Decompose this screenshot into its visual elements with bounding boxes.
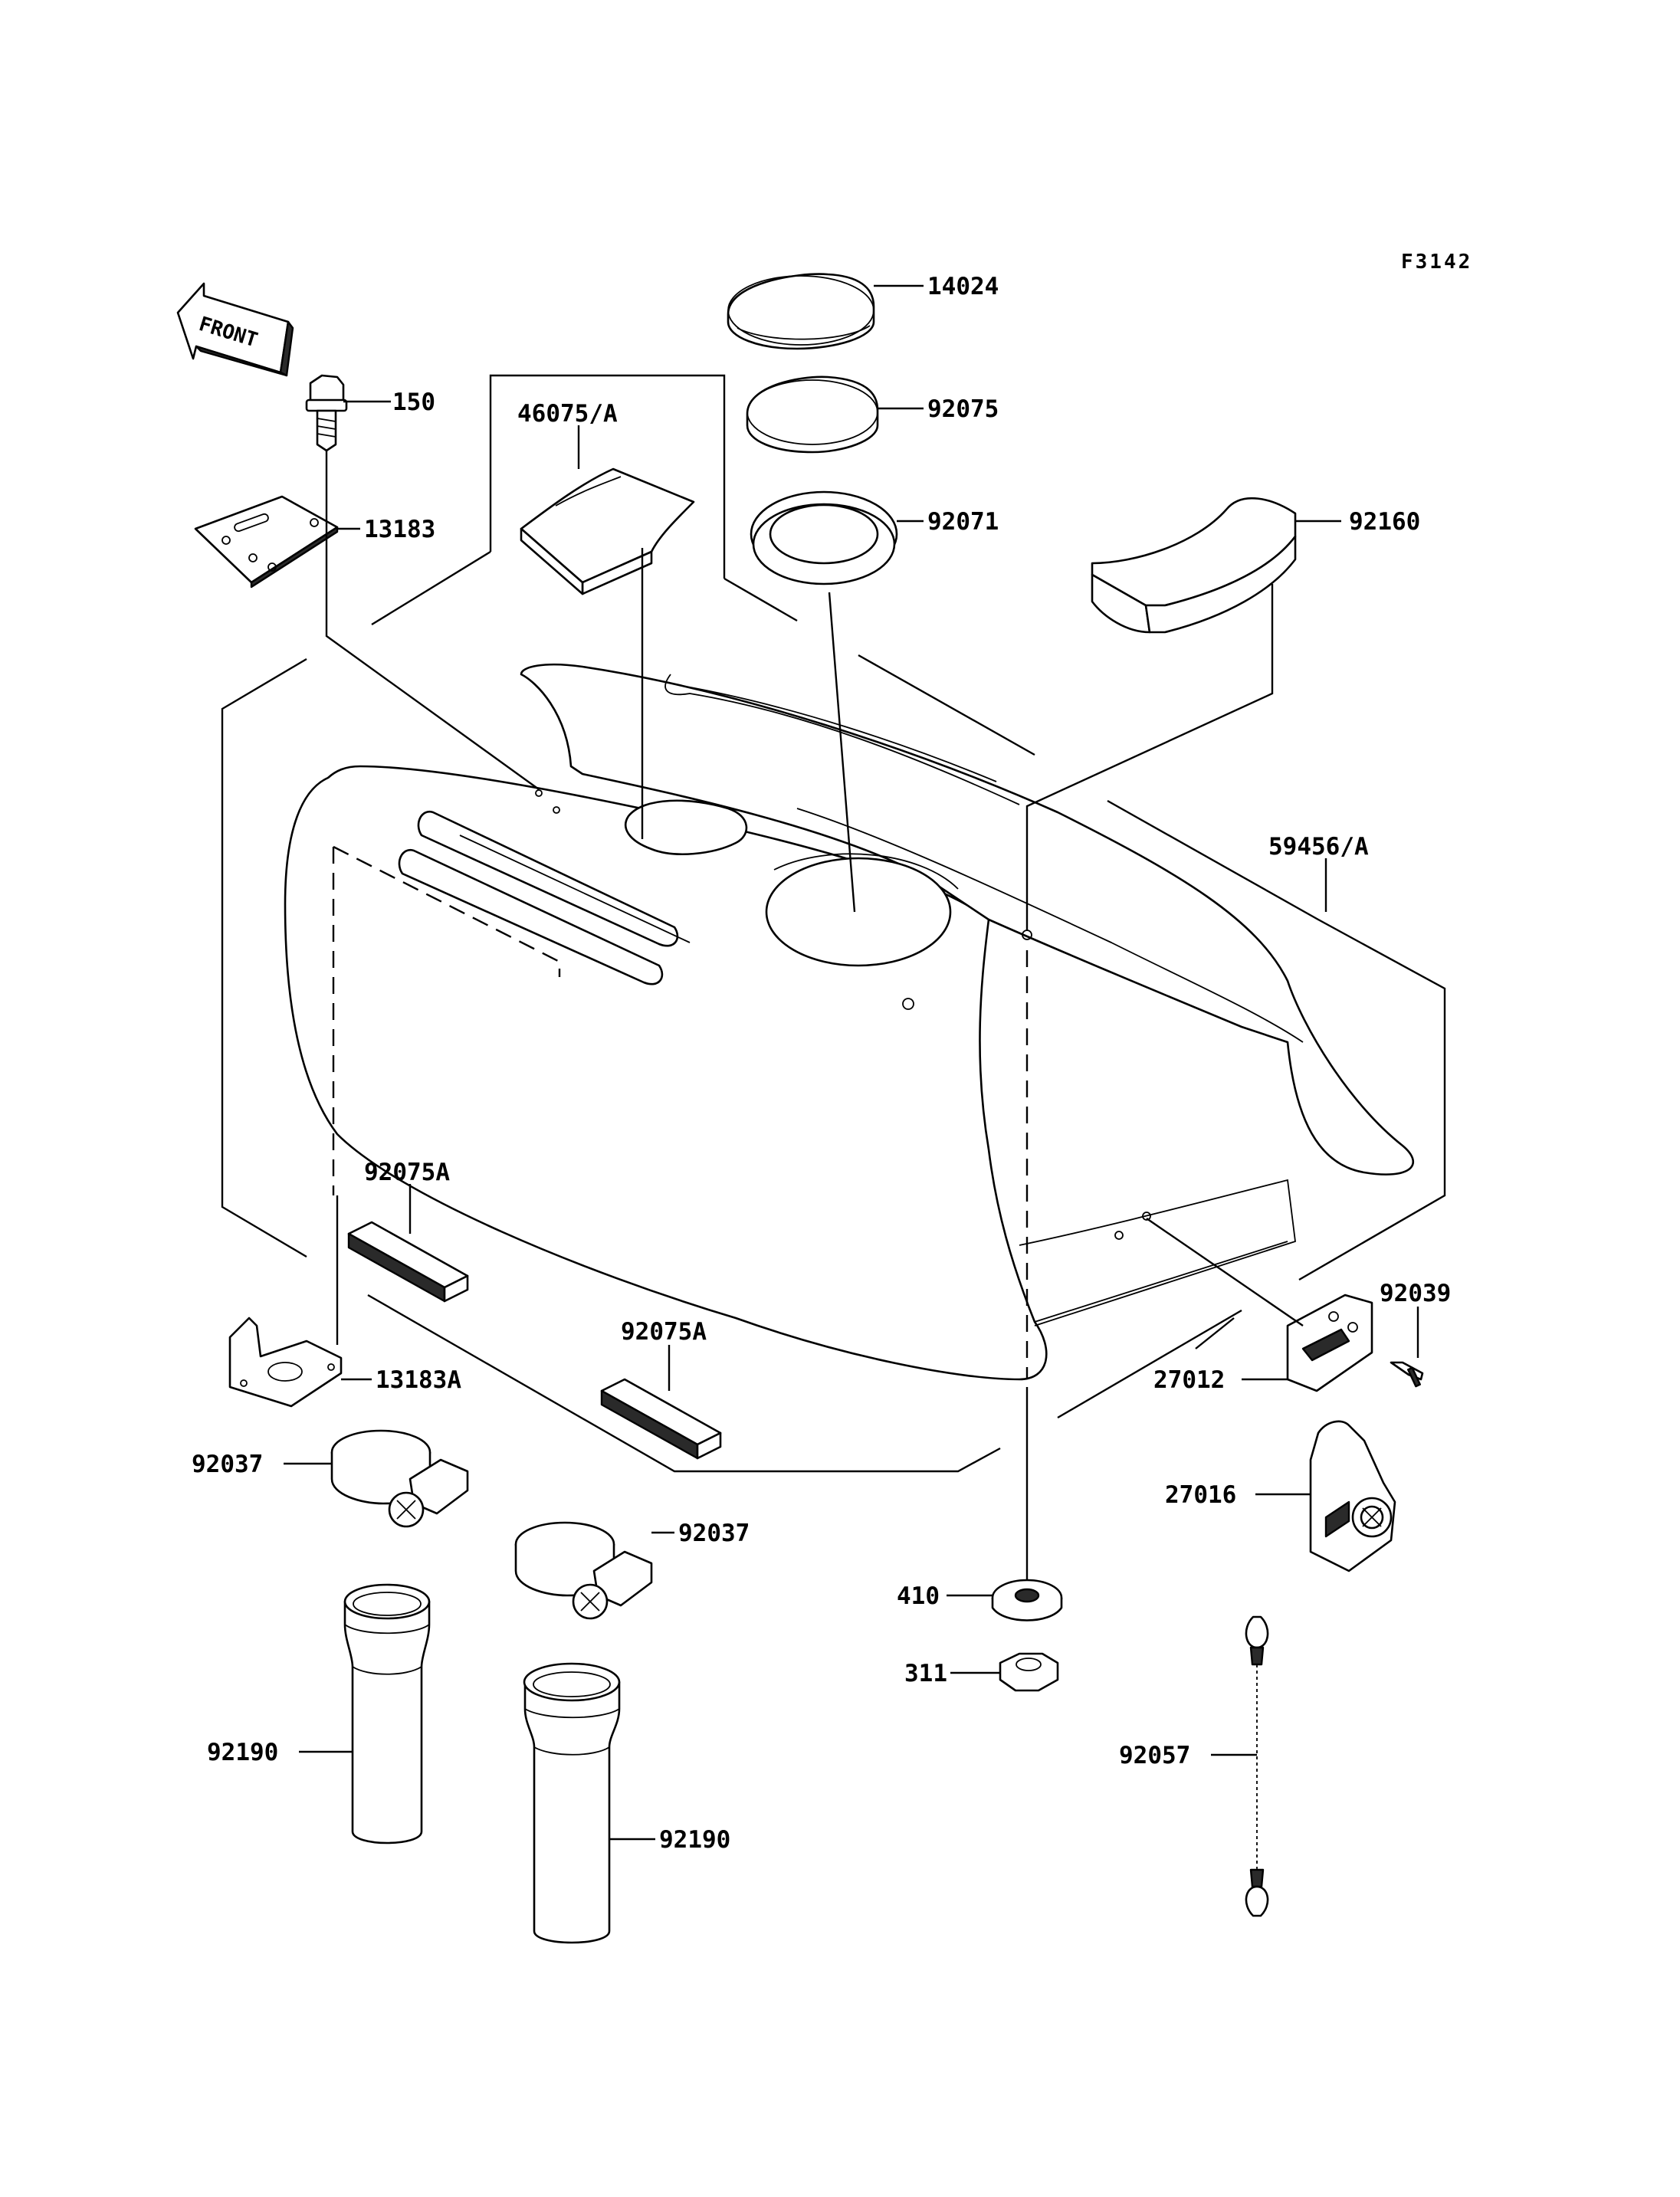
latch-27012 — [1286, 1294, 1373, 1392]
callout-13183: 13183 — [364, 516, 435, 543]
callout-311: 311 — [904, 1660, 947, 1687]
callout-92075a-2: 92075A — [621, 1318, 707, 1346]
strip-92075a-2 — [600, 1378, 722, 1460]
callout-92190-1: 92190 — [207, 1739, 278, 1766]
bolt-150 — [305, 374, 348, 452]
tube-92190-1 — [343, 1583, 431, 1844]
plate-13183 — [194, 495, 339, 589]
callout-92057: 92057 — [1119, 1742, 1190, 1769]
callout-92160: 92160 — [1349, 508, 1420, 536]
callout-59456a: 59456/A — [1268, 833, 1369, 861]
pad-92160 — [1091, 497, 1297, 634]
latch-body-27016 — [1309, 1420, 1396, 1572]
callout-92071: 92071 — [927, 508, 999, 536]
tube-92190-2 — [523, 1662, 621, 1944]
pad-46075a — [520, 467, 695, 595]
callout-92075a-1: 92075A — [364, 1159, 450, 1186]
front-arrow-icon: FRONT — [176, 282, 294, 377]
clamp-92037-2 — [514, 1521, 653, 1620]
nut-311 — [999, 1652, 1059, 1692]
leader-lines — [284, 284, 1419, 1841]
callout-92037-1: 92037 — [192, 1451, 263, 1478]
callout-92075: 92075 — [927, 395, 999, 423]
gasket-92075 — [746, 375, 879, 454]
figure-id: F3142 — [1401, 251, 1472, 274]
bracket-13183a — [228, 1317, 343, 1408]
strip-92075a-1 — [347, 1221, 469, 1303]
callout-46075a: 46075/A — [517, 400, 618, 428]
callout-410: 410 — [897, 1582, 940, 1610]
pin-92039 — [1390, 1361, 1424, 1388]
cap-14024 — [727, 273, 875, 350]
chain-92057 — [1245, 1615, 1269, 1917]
callout-150: 150 — [392, 389, 435, 416]
callout-92190-2: 92190 — [659, 1826, 730, 1854]
assembly-frame-lines — [221, 374, 1446, 1473]
ring-92071 — [750, 490, 898, 585]
callout-27016: 27016 — [1165, 1481, 1236, 1509]
clamp-92037-1 — [330, 1429, 469, 1528]
washer-410 — [991, 1579, 1063, 1622]
callout-27012: 27012 — [1153, 1366, 1225, 1394]
callout-14024: 14024 — [927, 273, 999, 300]
callout-92037-2: 92037 — [678, 1520, 750, 1547]
callout-92039: 92039 — [1380, 1280, 1451, 1307]
callout-13183a: 13183A — [376, 1366, 461, 1394]
